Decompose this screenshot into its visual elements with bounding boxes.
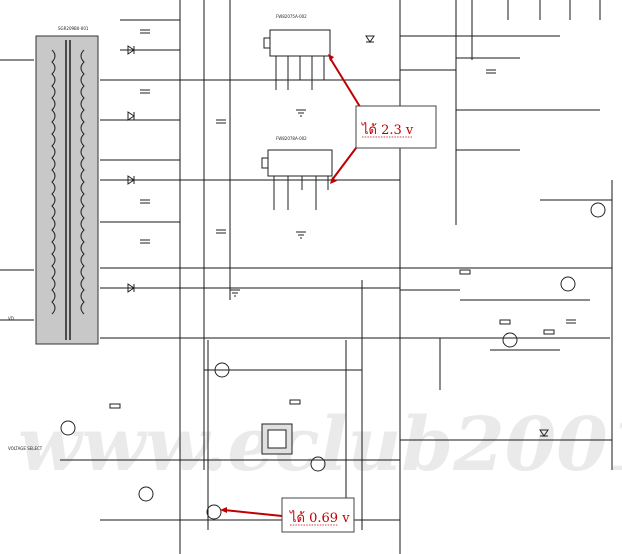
ic-top-label: FW82075A-002 <box>276 14 307 19</box>
watermark-text: www.eclub2001 <box>18 402 622 488</box>
callout-bottom: ได้ 0.69 v <box>220 497 355 533</box>
ic-middle: FW82078A-002 <box>261 136 333 210</box>
components <box>109 29 576 437</box>
callout-top-text: ได้ 2.3 v <box>361 122 414 138</box>
vd-label: VD <box>8 316 14 321</box>
callout-bottom-text: ได้ 0.69 v <box>289 510 350 526</box>
transistors <box>60 202 606 520</box>
part-labels: VOLTAGE SELECT VD <box>8 316 43 451</box>
transformer-label: SGR209B0-001 <box>58 26 89 31</box>
ic-middle-label: FW82078A-002 <box>276 136 307 141</box>
transformer: SGR209B0-001 <box>35 26 99 345</box>
callout-top: ได้ 2.3 v <box>328 54 437 184</box>
optocoupler <box>261 423 293 455</box>
ic-top: FW82075A-002 <box>263 14 331 90</box>
voltage-select-label: VOLTAGE SELECT <box>8 446 43 451</box>
